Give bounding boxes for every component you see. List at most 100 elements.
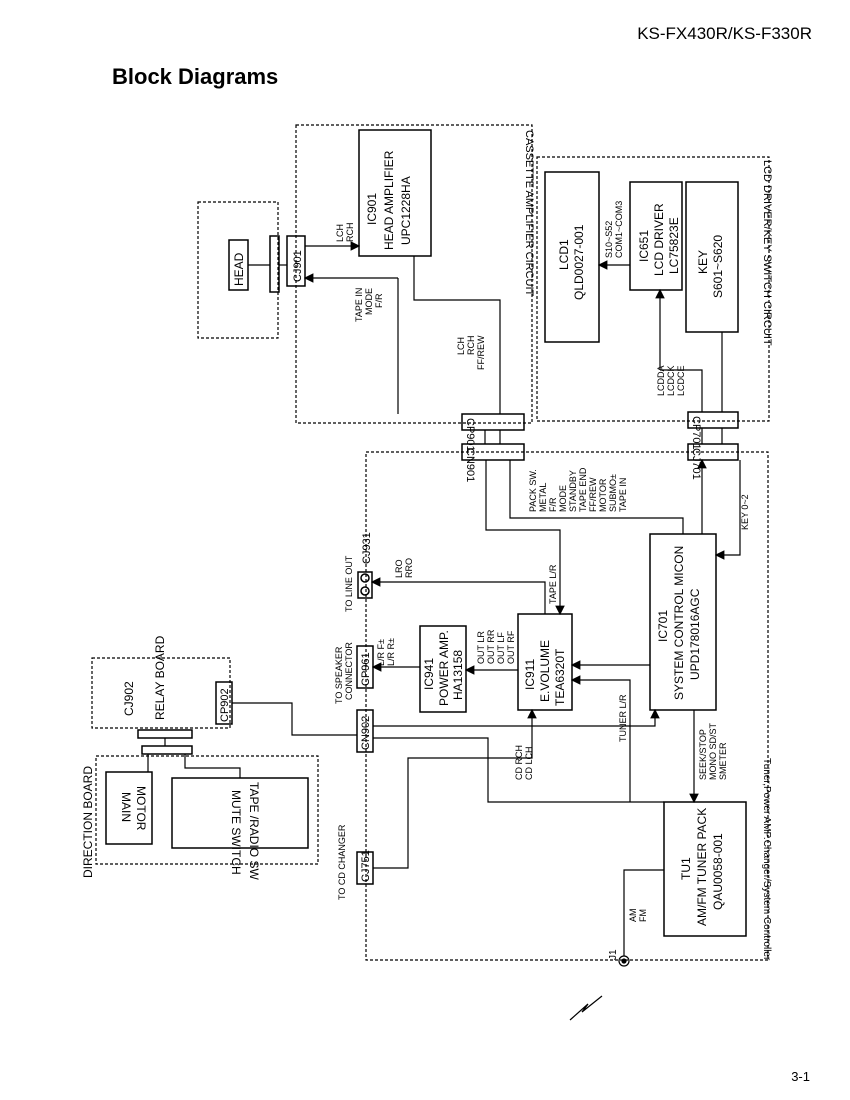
label-to-speaker-1: TO SPEAKER (334, 646, 344, 704)
lcd-driver-boundary (536, 156, 770, 422)
cp701-connector (687, 411, 739, 429)
cj931-jack-1 (360, 573, 370, 583)
wire-plug-mute (184, 754, 241, 778)
page-number: 3-1 (791, 1069, 810, 1084)
relay-plug-1 (137, 729, 193, 739)
page-title: Block Diagrams (112, 64, 279, 89)
wire-line-out (370, 577, 546, 614)
sig-fm: FM (638, 909, 648, 922)
main-motor-block (105, 771, 153, 845)
cassette-section-label: CASSETTE AMPLIFIER CIRCUIT (523, 130, 535, 297)
wire-cd-rch (373, 737, 664, 803)
sig-pack-2: METAL (538, 483, 548, 512)
wire-tape-lr (485, 460, 565, 616)
sig-pack-4: MODE (558, 485, 568, 512)
sig-lcdd-2: LCDCK (666, 365, 676, 396)
label-to-line-out: TO LINE OUT (344, 555, 354, 612)
sig-tape-in-1: TAPE IN (354, 288, 364, 322)
lcd1-label-2: QLD0027-001 (572, 224, 586, 300)
j1-center (621, 958, 627, 964)
sig-lch: LCH (335, 224, 345, 242)
ic701-label-3: UPD178016AGC (688, 588, 702, 680)
tu1-label-3: QAU0058-001 (711, 833, 725, 910)
sig-out-rr: OUT RR (486, 629, 496, 664)
head-boundary (197, 201, 279, 339)
sig-seek-1: SEEK/STOP (698, 729, 708, 780)
lcd1-label-1: LCD1 (557, 239, 571, 270)
wire-cd-lch (373, 708, 537, 869)
sig-pack-7: FF/REW (588, 477, 598, 512)
cn902-label: CN902 (360, 716, 372, 750)
sig-pack-5: STANDBY (568, 470, 578, 512)
mute-switch-label-1: MUTE SWITCH (229, 790, 243, 875)
wire-am-fm (623, 869, 664, 956)
direction-board-label: DIRECTION BOARD (81, 766, 95, 878)
ic901-label-1: IC901 (365, 193, 379, 225)
antenna-symbol (569, 995, 603, 1021)
relay-plug-2 (141, 745, 193, 755)
j1-label: J1 (608, 949, 619, 960)
wire-pack-bus (509, 460, 684, 534)
sig-key-line: KEY 0~2 (740, 494, 750, 530)
sig-tape-lr: TAPE L/R (548, 564, 558, 604)
sig-out-rf: OUT RF (506, 630, 516, 664)
ic651-label-3: LC75823E (667, 217, 681, 274)
sig-seg-1: S10~S52 (604, 221, 614, 258)
ic941-label-2: POWER AMP. (437, 630, 451, 706)
sig-ff-3: FF/REW (476, 335, 486, 370)
sig-cd-rch: CD RCH (514, 745, 524, 780)
key-label-2: S601~S620 (711, 235, 725, 298)
sig-pack-1: PACK SW. (528, 469, 538, 512)
cj931-label: CJ931 (361, 532, 373, 564)
lcd1-block (544, 171, 600, 343)
main-motor-label-1: MAIN (119, 792, 133, 822)
main-motor-label-2: MOTOR (134, 786, 148, 831)
mute-switch-label-2: TAPE /RADIO SW (247, 782, 261, 880)
cassette-amp-boundary (295, 124, 533, 424)
tu1-block (663, 801, 747, 937)
sig-tape-in-3: F/R (374, 293, 384, 308)
cj901-label: CJ901 (292, 250, 304, 282)
cp701-label: CP701 (690, 416, 702, 450)
sig-ff-2: RCH (466, 336, 476, 356)
direction-board-boundary (95, 755, 319, 865)
label-to-cd-changer: TO CD CHANGER (337, 824, 347, 900)
sig-pack-9: SUBMO± (608, 474, 618, 512)
cp901-label: CP901 (464, 418, 476, 452)
ic901-label-2: HEAD AMPLIFIER (382, 150, 396, 250)
sig-out-lr: OUT LR (476, 631, 486, 664)
sig-pack-6: TAPE END (578, 467, 588, 512)
cj931-connector (357, 571, 373, 599)
cn902-connector (356, 709, 374, 753)
cp902-label: CP902 (219, 688, 231, 722)
main-section-label: Tuner,Power AMP.Changer/System Controlle… (761, 758, 772, 961)
key-block (685, 181, 739, 333)
model-number: KS-FX430R/KS-F330R (637, 24, 812, 43)
sig-rro: RRO (404, 558, 414, 578)
sig-tuner-lr: TUNER L/R (618, 694, 628, 742)
sig-pack-8: MOTOR (598, 478, 608, 512)
ic651-label-1: IC651 (637, 230, 651, 262)
wire-cn902-micon (373, 708, 660, 727)
cj751-label: CJ751 (360, 850, 372, 882)
main-board-boundary (365, 451, 769, 961)
sig-am: AM (628, 909, 638, 923)
relay-board-boundary (91, 657, 231, 729)
cp961-label: CP961 (360, 652, 372, 686)
tu1-label-2: AM/FM TUNER PACK (695, 808, 709, 926)
cn901-label: CN901 (464, 448, 476, 482)
label-to-speaker-2: CONNECTOR (344, 642, 354, 700)
head-strip (269, 235, 280, 293)
wire-ic901-cp901 (413, 256, 501, 414)
sig-seek-2: MONO SD/ST (708, 722, 718, 780)
sig-seg-2: COM1~COM3 (614, 201, 624, 258)
ic901-label-3: UPC1228HA (399, 176, 413, 245)
sig-pack-10: TAPE IN (618, 478, 628, 512)
sig-seek-3: SMETER (718, 742, 728, 780)
ic911-label-1: IC911 (523, 659, 537, 690)
ic941-label-1: IC941 (422, 658, 436, 690)
sig-lro: LRO (394, 559, 404, 578)
cj701-connector (687, 443, 739, 461)
wire-tuner-lr (570, 675, 631, 802)
wire-key-line (714, 460, 741, 560)
